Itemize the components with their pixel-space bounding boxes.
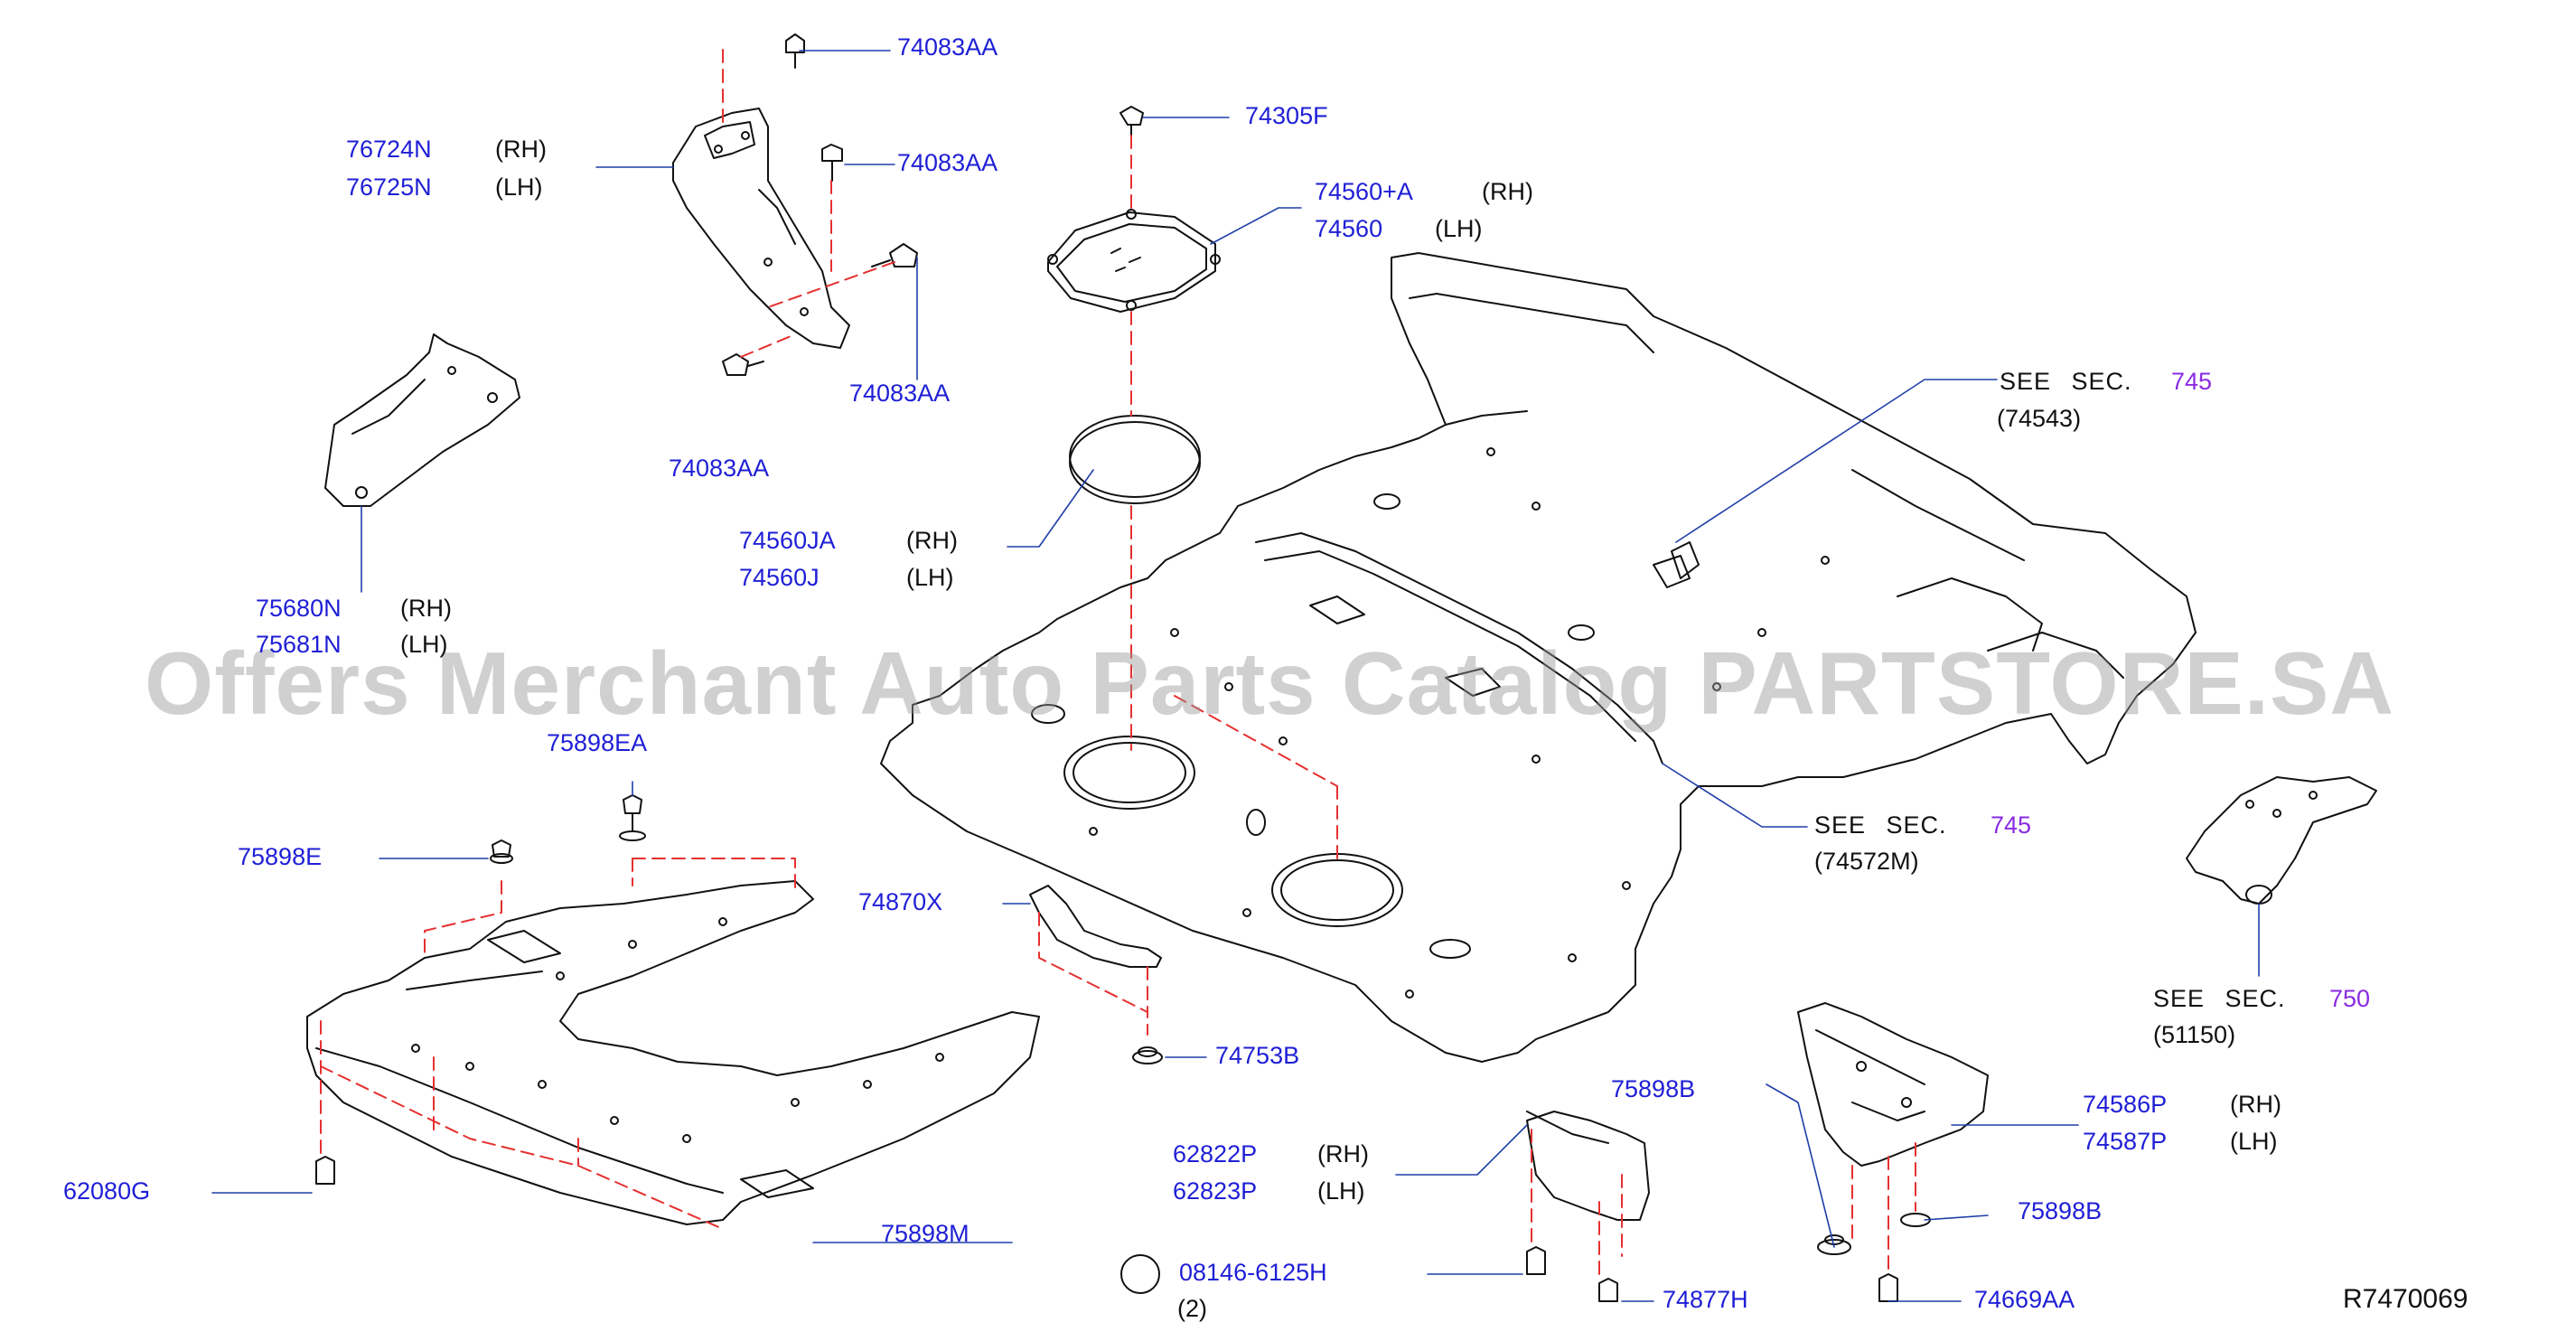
panel-75680n-drawing (324, 333, 520, 507)
callout-74560j[interactable]: 74560J (739, 564, 820, 591)
side-lh-74560: (LH) (1435, 215, 1483, 242)
callout-75681n[interactable]: 75681N (256, 631, 342, 658)
see-sec-750: SEE SEC. (2153, 985, 2286, 1012)
callout-75898e[interactable]: 75898E (238, 843, 323, 870)
callout-74083aa-top[interactable]: 74083AA (897, 33, 998, 61)
bolt-symbol (1120, 1254, 1160, 1294)
splash-guard-62822p-drawing (1526, 1111, 1650, 1221)
callout-76724n[interactable]: 76724N (346, 136, 432, 163)
bracket-74870x-drawing (1029, 885, 1162, 968)
callout-74586p[interactable]: 74586P (2083, 1091, 2168, 1118)
callout-74587p[interactable]: 74587P (2083, 1128, 2168, 1155)
callout-74560[interactable]: 74560 (1315, 215, 1383, 242)
callout-75898ea[interactable]: 75898EA (547, 729, 648, 756)
callout-75680n[interactable]: 75680N (256, 595, 342, 622)
heat-shield-drawing (1047, 106, 1221, 504)
bracket-sec750-drawing (2186, 776, 2377, 905)
callout-75898m[interactable]: 75898M (881, 1220, 970, 1247)
dashed-assembly-lines (320, 49, 1916, 1280)
callout-62080g[interactable]: 62080G (63, 1177, 151, 1205)
undercover-75898m-drawing (306, 880, 1040, 1225)
side-rh-74586p: (RH) (2230, 1091, 2281, 1118)
section-link-745-b[interactable]: 745 (1991, 811, 2032, 839)
callout-74669aa[interactable]: 74669AA (1974, 1286, 2075, 1313)
callout-75898b-right[interactable]: 75898B (2018, 1197, 2103, 1224)
section-link-745-a[interactable]: 745 (2171, 368, 2213, 395)
callout-62823p[interactable]: 62823P (1173, 1177, 1258, 1205)
bracket-76724n-drawing (672, 33, 918, 376)
side-lh-62823p: (LH) (1317, 1177, 1365, 1205)
callout-74877h[interactable]: 74877H (1663, 1286, 1748, 1313)
side-rh-75680n: (RH) (400, 595, 452, 622)
callout-62822p[interactable]: 62822P (1173, 1140, 1258, 1168)
callout-76725n[interactable]: 76725N (346, 173, 432, 201)
section-link-750[interactable]: 750 (2329, 985, 2371, 1012)
callout-74083aa-right[interactable]: 74083AA (849, 380, 951, 407)
quantity-label: (2) (1177, 1295, 1207, 1322)
floor-panel-drawing (880, 252, 2197, 1063)
see-sec-sub-74543: (74543) (1997, 405, 2082, 432)
mud-guard-74586p-drawing (1797, 1002, 1989, 1167)
see-sec-sub-51150: (51150) (2153, 1021, 2236, 1048)
see-sec-745-a: SEE SEC. (2000, 368, 2132, 395)
side-rh-76724n: (RH) (495, 136, 547, 163)
callout-74753b[interactable]: 74753B (1215, 1042, 1300, 1069)
leader-lines (211, 50, 2260, 1302)
callout-74305f[interactable]: 74305F (1245, 102, 1328, 129)
watermark: Offers Merchant Auto Parts Catalog PARTS… (145, 633, 2395, 733)
callout-08146-6125h[interactable]: 08146-6125H (1179, 1259, 1327, 1286)
side-rh-74560a: (RH) (1482, 178, 1533, 205)
callout-74870x[interactable]: 74870X (858, 888, 943, 915)
callout-74083aa-mid[interactable]: 74083AA (897, 149, 998, 176)
diagram-reference: R7470069 (2343, 1284, 2468, 1314)
callout-74083aa-low[interactable]: 74083AA (669, 455, 770, 482)
callout-74560a[interactable]: 74560+A (1315, 178, 1413, 205)
side-lh-75681n: (LH) (400, 631, 448, 658)
callout-75898b-mid[interactable]: 75898B (1611, 1075, 1696, 1102)
see-sec-745-b: SEE SEC. (1814, 811, 1947, 839)
side-rh-74560ja: (RH) (906, 527, 958, 554)
side-lh-74560j: (LH) (906, 564, 954, 591)
side-rh-62822p: (RH) (1317, 1140, 1369, 1168)
see-sec-sub-74572m: (74572M) (1814, 848, 1919, 875)
callout-74560ja[interactable]: 74560JA (739, 527, 836, 554)
side-lh-74587p: (LH) (2230, 1128, 2278, 1155)
fasteners-drawing (315, 541, 1931, 1302)
side-lh-76725n: (LH) (495, 173, 543, 201)
